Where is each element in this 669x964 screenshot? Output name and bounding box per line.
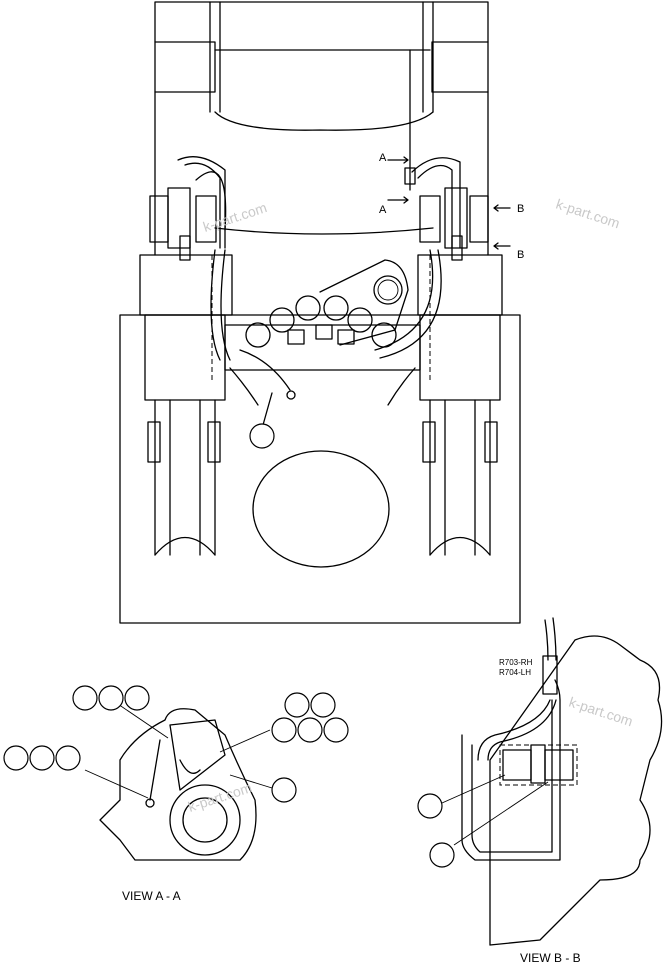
part-label-lh: R704-LH <box>499 668 531 677</box>
callout-bubble <box>323 717 349 743</box>
callout-bubble <box>72 685 98 711</box>
part-label-rh: R703-RH <box>499 658 533 667</box>
watermark: k-part.com <box>567 694 635 730</box>
callout-bubble <box>417 793 443 819</box>
main-assembly-view: A A B B <box>119 1 524 624</box>
callout-bubble <box>55 745 81 771</box>
callout-bubble <box>249 423 275 449</box>
callout-bubble <box>271 777 297 803</box>
watermark: k-part.com <box>186 779 254 815</box>
callout-bubble <box>3 745 29 771</box>
callout-bubble <box>310 692 336 718</box>
callout-bubble <box>284 692 310 718</box>
view-b-b: R703-RH R704-LH VIEW B - B <box>417 617 663 964</box>
watermark: k-part.com <box>554 196 622 232</box>
callout-bubble <box>429 842 455 868</box>
callout-bubble <box>271 717 297 743</box>
view-a-caption: VIEW A - A <box>122 889 181 903</box>
view-a-a: VIEW A - A <box>3 685 349 903</box>
section-label-a-bottom: A <box>379 204 387 216</box>
view-b-caption: VIEW B - B <box>520 951 581 964</box>
section-label-a-top: A <box>379 152 387 164</box>
callout-bubble <box>124 685 150 711</box>
section-label-b-bottom: B <box>517 249 524 261</box>
callout-bubble <box>297 717 323 743</box>
callout-bubble <box>98 685 124 711</box>
callout-bubble <box>29 745 55 771</box>
section-label-b-top: B <box>517 203 524 215</box>
